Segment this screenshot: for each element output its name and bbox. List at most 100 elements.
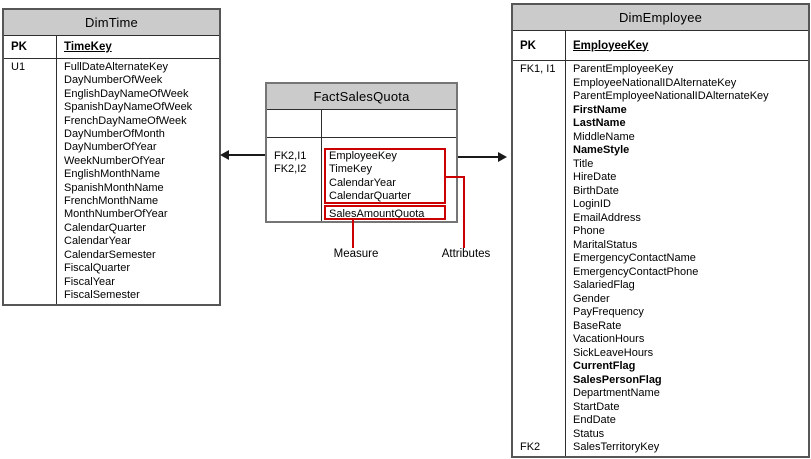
key-annotation [520, 171, 565, 185]
table-title: DimEmployee [618, 10, 703, 25]
key-annotation [520, 414, 565, 428]
attribute-name: DayNumberOfYear [64, 141, 157, 154]
attribute-name: FiscalQuarter [64, 262, 131, 275]
key-annotation [520, 320, 565, 334]
key-annotation: FK2,I1 [274, 150, 307, 162]
attribute-name: SalesTerritoryKey [573, 441, 660, 453]
key-annotation [520, 158, 565, 172]
attribute-name: HireDate [573, 171, 617, 183]
attribute-name: CalendarYear [329, 176, 396, 189]
attribute-name: VacationHours [573, 333, 645, 345]
key-column: U1 [4, 59, 57, 304]
attribute-name: WeekNumberOfYear [64, 154, 165, 167]
measure-label: Measure [333, 248, 379, 260]
key-annotation [520, 239, 565, 253]
attribute-name: Status [573, 427, 605, 440]
key-annotation [11, 235, 56, 248]
key-annotation [11, 195, 56, 208]
key-annotation: FK2 [520, 441, 541, 453]
key-annotation [11, 74, 56, 87]
key-annotation [520, 333, 565, 347]
key-annotation [11, 115, 56, 128]
attribute-name: Gender [573, 292, 610, 305]
key-annotation [11, 249, 56, 262]
attribute-name: ParentEmployeeKey [573, 63, 674, 75]
attribute-name: DayNumberOfWeek [64, 74, 163, 87]
key-annotation [520, 428, 565, 442]
attribute-name: FrenchMonthName [64, 195, 159, 208]
table-title: DimTime [85, 15, 138, 30]
key-annotation [11, 155, 56, 168]
key-annotation [11, 289, 56, 302]
attribute-name: SpanishMonthName [64, 181, 164, 194]
dim-time-table: DimTime PK TimeKey U1 FullDateAlternateK… [2, 8, 221, 306]
table-header: DimTime [4, 10, 219, 36]
attribute-name: CalendarSemester [64, 248, 156, 261]
key-annotation [520, 252, 565, 266]
attribute-name: EnglishDayNameOfWeek [64, 87, 189, 100]
pk-label: PK [513, 31, 566, 60]
dim-employee-table: DimEmployee PK EmployeeKey FK1, I1 FK2 P… [511, 3, 810, 458]
key-annotation: FK2,I2 [274, 163, 307, 176]
attribute-name: CalendarQuarter [64, 221, 146, 234]
attribute-name: DepartmentName [573, 387, 660, 399]
pk-label: PK [4, 36, 57, 58]
key-annotation [274, 177, 321, 190]
key-annotation [11, 101, 56, 114]
attribute-name: ParentEmployeeNationalIDAlternateKey [573, 90, 769, 102]
key-annotation [520, 104, 565, 118]
attribute-name: EndDate [573, 414, 616, 426]
attribute-name: PayFrequency [573, 306, 644, 318]
attribute-name: SalesAmountQuota [329, 207, 425, 220]
key-annotation [520, 360, 565, 374]
attribute-name: EmployeeKey [329, 150, 397, 162]
key-annotation [11, 128, 56, 141]
table-header: DimEmployee [513, 5, 808, 31]
attribute-name: CalendarQuarter [329, 190, 411, 203]
attribute-name: SpanishDayNameOfWeek [64, 101, 193, 114]
attribute-name: Phone [573, 225, 605, 237]
attribute-name: EmailAddress [573, 211, 641, 224]
key-annotation [520, 117, 565, 131]
key-annotation [520, 90, 565, 104]
attribute-name: CurrentFlag [573, 360, 636, 372]
key-annotation [11, 182, 56, 195]
attribute-name: BirthDate [573, 184, 619, 197]
attribute-name: MiddleName [573, 130, 635, 143]
pk-field: EmployeeKey [573, 39, 649, 52]
key-annotation [11, 141, 56, 154]
attribute-name: TimeKey [329, 163, 372, 176]
key-annotation [520, 306, 565, 320]
attribute-name: CalendarYear [64, 235, 131, 248]
attribute-name: StartDate [573, 400, 620, 413]
pk-field [322, 110, 456, 137]
measure-highlight-box [324, 205, 446, 220]
table-header: FactSalesQuota [267, 84, 456, 110]
attributes-callout-line [444, 176, 465, 178]
attribute-name: FirstName [573, 103, 627, 116]
attributes-label: Attributes [441, 248, 491, 260]
attribute-name: MonthNumberOfYear [64, 208, 168, 221]
attribute-name: LoginID [573, 198, 611, 210]
pk-field: TimeKey [64, 41, 112, 53]
key-annotation [520, 144, 565, 158]
key-column: FK1, I1 FK2 [513, 61, 566, 456]
key-annotation [11, 208, 56, 221]
key-annotation [520, 387, 565, 401]
key-annotation [274, 190, 321, 203]
attribute-name: FiscalYear [64, 275, 115, 288]
attribute-name: Title [573, 157, 594, 170]
attribute-name: EmergencyContactName [573, 252, 696, 264]
key-annotation [11, 276, 56, 289]
key-annotation [520, 374, 565, 388]
key-annotation: FK1, I1 [520, 63, 556, 75]
key-annotation [520, 131, 565, 145]
measure-callout-line [352, 220, 354, 248]
key-annotation [520, 212, 565, 226]
